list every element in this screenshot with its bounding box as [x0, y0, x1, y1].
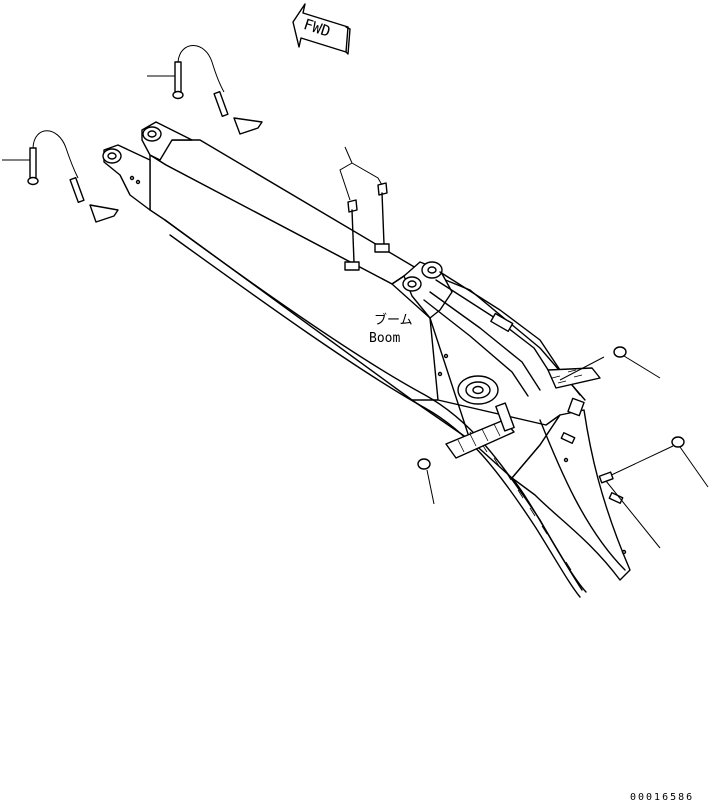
- grease-fittings-top: [339, 146, 390, 271]
- fwd-arrow-icon: FWD: [292, 3, 351, 55]
- pin-with-lanyard-upper: [147, 45, 263, 135]
- bolt-left-lower: [417, 402, 515, 505]
- part-label-jp: ブーム: [374, 312, 413, 328]
- boom-body: [102, 121, 631, 598]
- boom-top-bracket: [402, 261, 585, 417]
- bolt-right-lower: [598, 436, 709, 549]
- part-label-en: Boom: [369, 331, 400, 346]
- drawing-number: 00016586: [630, 792, 694, 803]
- pin-with-lanyard-lower: [2, 130, 119, 223]
- bolt-right-upper: [547, 346, 661, 389]
